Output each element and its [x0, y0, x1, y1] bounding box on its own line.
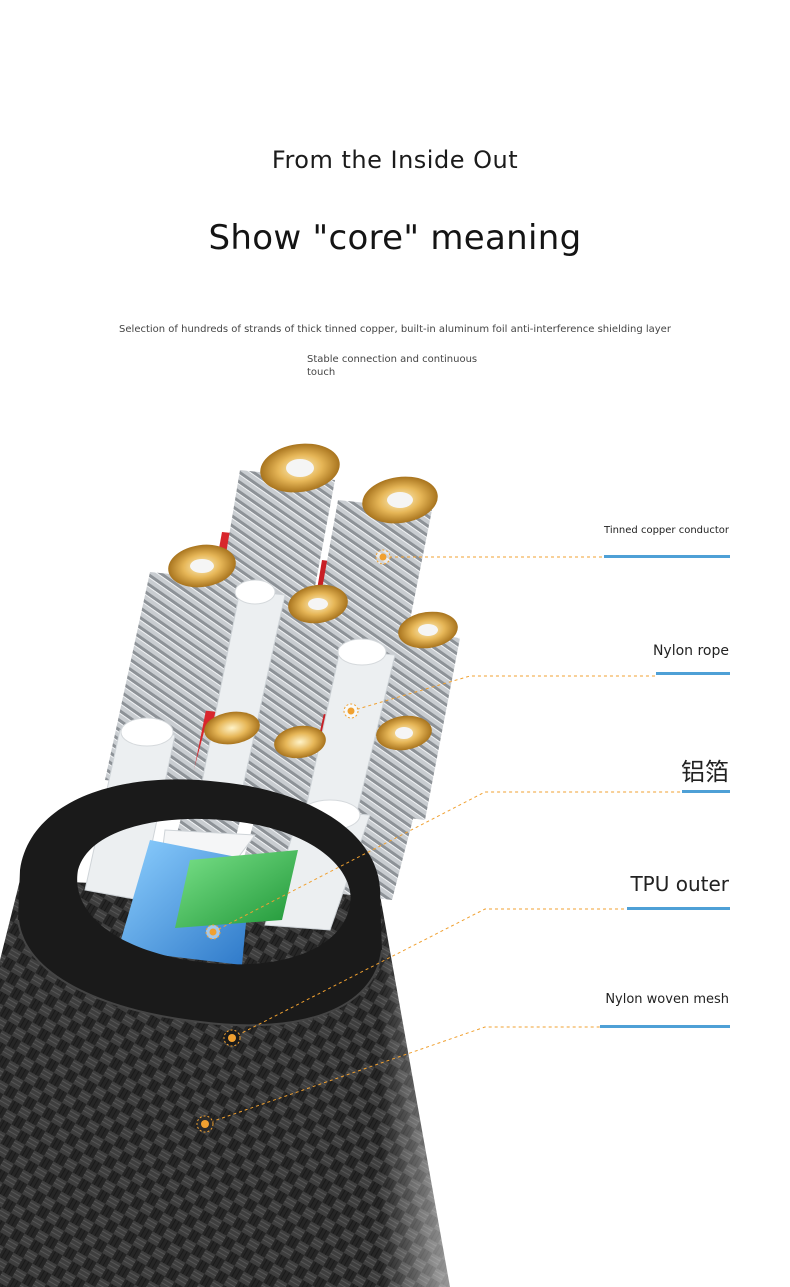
tagline-text: Stable connection and continuous touch	[307, 354, 478, 378]
callout-label-aluminum-foil: 铝箔	[681, 758, 729, 786]
leader-lines	[204, 556, 682, 1125]
callout-bar	[627, 907, 730, 910]
callout-marker-icon	[196, 549, 391, 1133]
callout-bar	[656, 672, 730, 675]
section-title: From the Inside Out	[271, 146, 519, 174]
copper-ends	[120, 443, 458, 831]
callout-bar	[604, 555, 730, 558]
callout-label-tpu-outer: TPU outer	[630, 872, 729, 896]
callout-label-conductor: Tinned copper conductor	[604, 525, 729, 536]
tpu-ring	[18, 779, 382, 1026]
callout-bar	[600, 1025, 730, 1028]
callout-label-woven-mesh: Nylon woven mesh	[605, 992, 729, 1007]
section-headline: Show "core" meaning	[208, 218, 582, 258]
description-text: Selection of hundreds of strands of thic…	[119, 324, 671, 335]
callout-bar	[682, 790, 730, 793]
callout-label-nylon-rope: Nylon rope	[652, 643, 729, 659]
